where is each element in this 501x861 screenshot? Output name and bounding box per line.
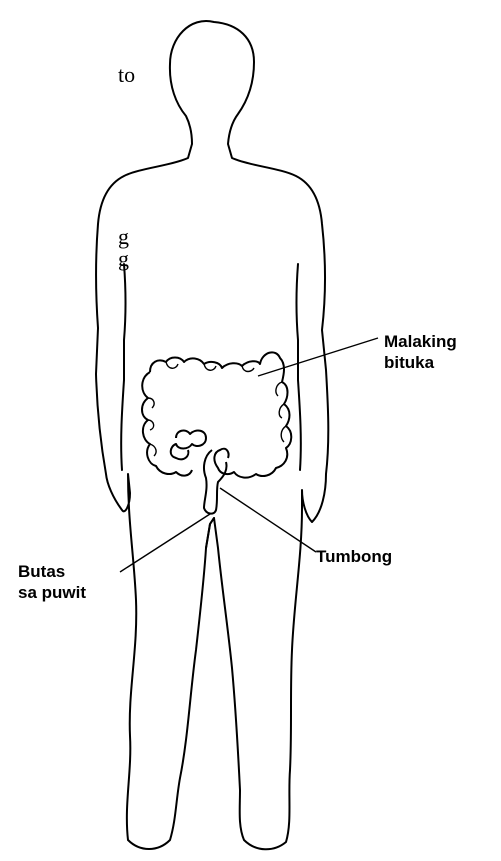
label-large-intestine-line2: bituka [384, 352, 457, 373]
inner-leg-line [206, 518, 214, 548]
large-intestine [142, 352, 291, 477]
colon-haustra [148, 362, 286, 456]
small-intestine-loops [171, 431, 206, 460]
label-large-intestine-line1: Malaking [384, 331, 457, 352]
leader-line-large-intestine [258, 338, 378, 376]
left-arm-inner-line [121, 264, 125, 470]
head-outline [96, 21, 328, 849]
label-anus-line1: Butas [18, 561, 86, 582]
label-large-intestine: Malaking bituka [384, 331, 457, 373]
label-anus: Butas sa puwit [18, 561, 86, 603]
label-anus-line2: sa puwit [18, 582, 86, 603]
right-arm-inner-line [297, 264, 301, 470]
label-rectum: Tumbong [316, 546, 392, 567]
label-rectum-text: Tumbong [316, 546, 392, 567]
leader-line-anus [120, 514, 210, 572]
